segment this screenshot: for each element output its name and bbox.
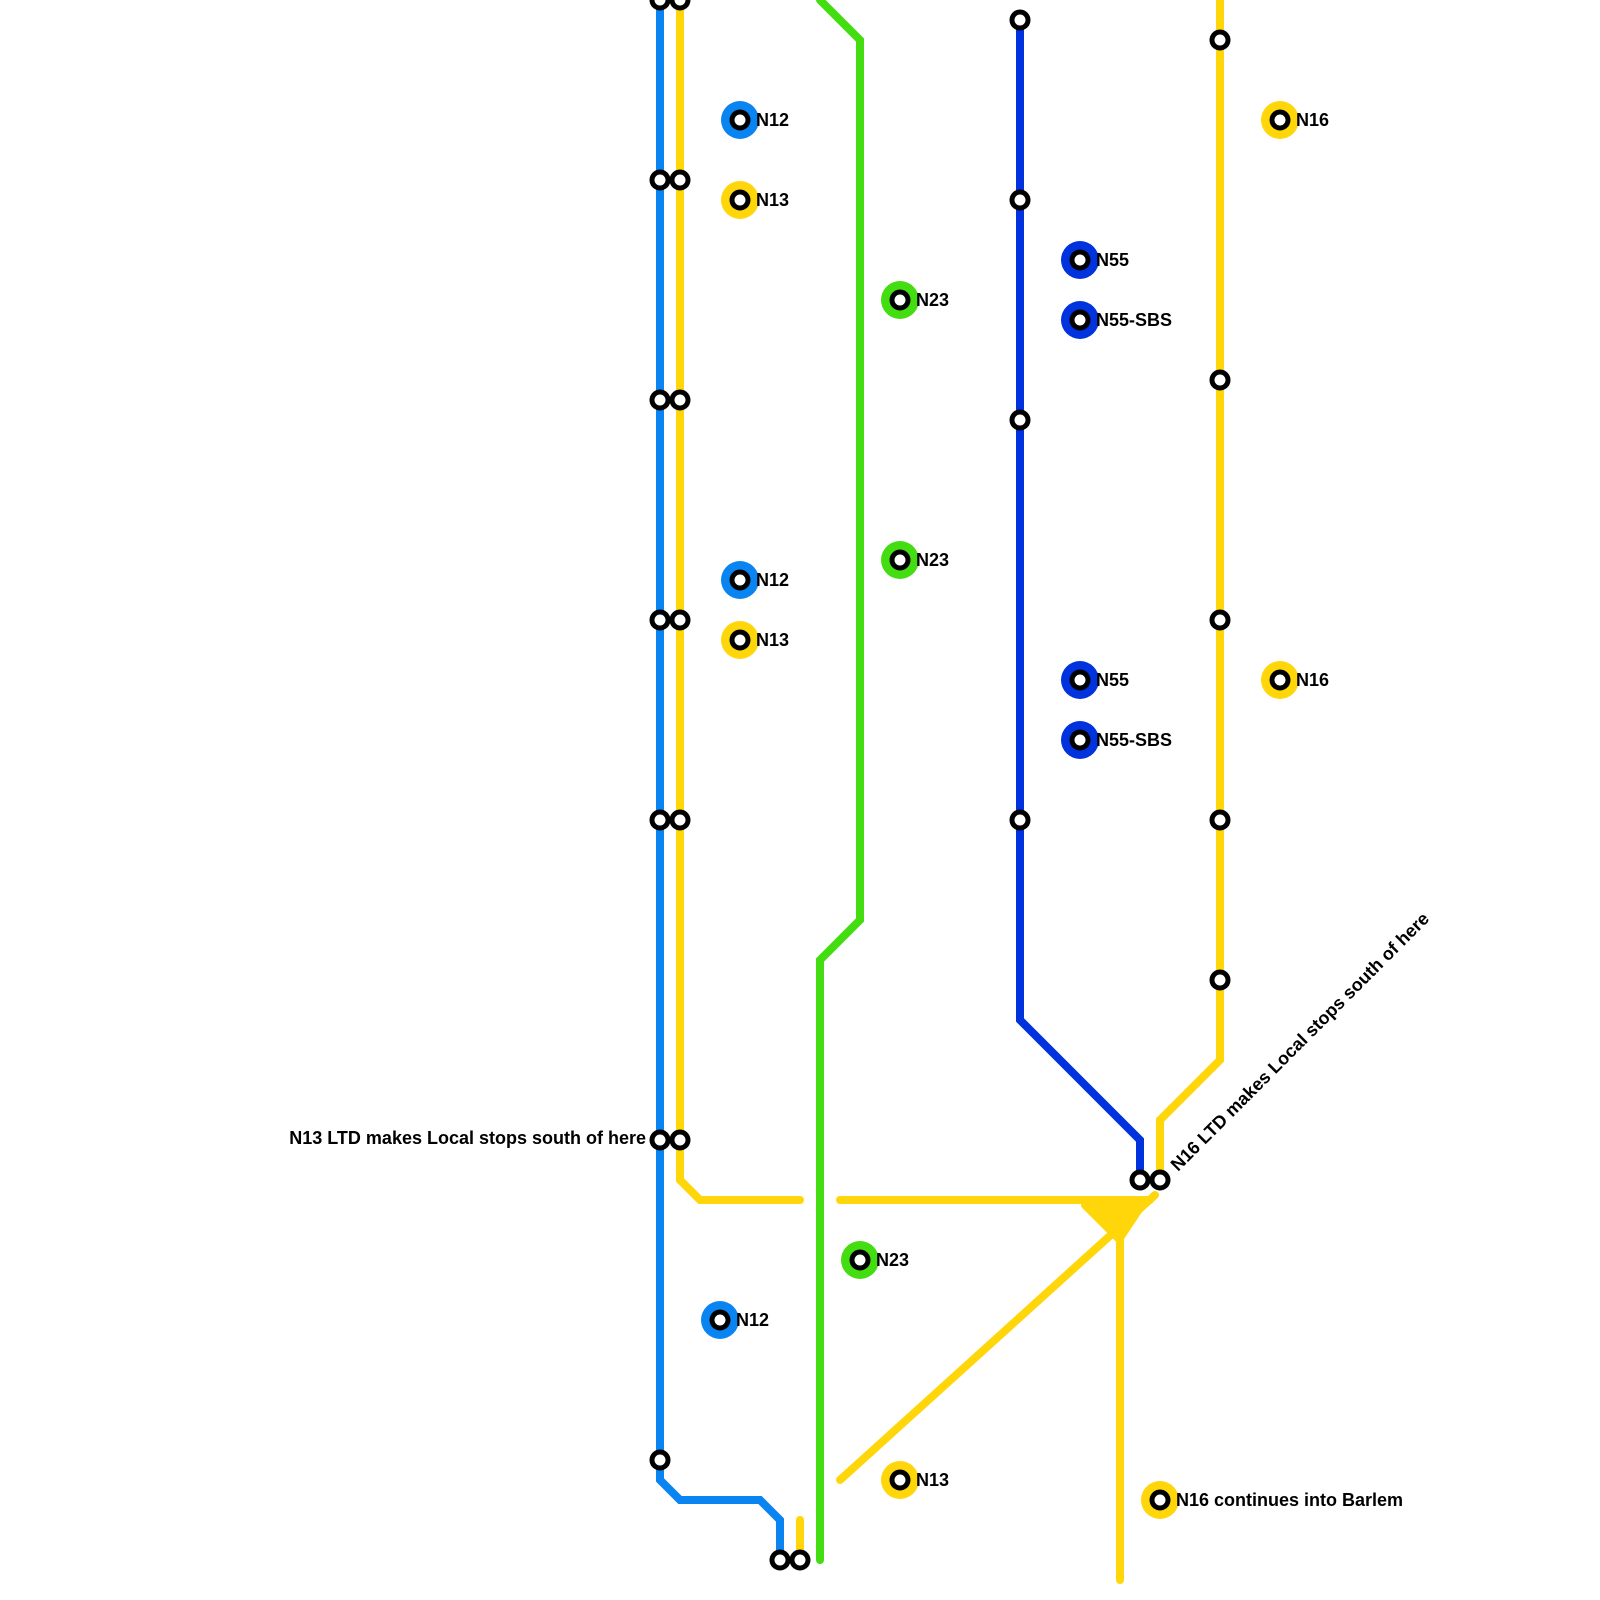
station-stop — [1209, 809, 1231, 831]
route-badge-dot — [1269, 669, 1291, 691]
route-badge-label: N23 — [876, 1250, 909, 1270]
station-stop — [669, 1129, 691, 1151]
station-stop — [1209, 369, 1231, 391]
route-badges: N12N13N12N13N12N23N23N23N13N55N55-SBSN55… — [701, 101, 1403, 1519]
route-badge-dot — [729, 189, 751, 211]
route-badge-dot — [1069, 669, 1091, 691]
station-stop — [669, 0, 691, 11]
station-stop — [789, 1549, 811, 1571]
station-stop — [649, 1129, 671, 1151]
note-n16-ltd: N16 LTD makes Local stops south of here — [1167, 908, 1433, 1174]
route-badge-n55sbs-b: N55-SBS — [1061, 721, 1172, 759]
route-badge-n16-c: N16 continues into Barlem — [1141, 1481, 1403, 1519]
route-badge-n16-b: N16 — [1261, 661, 1329, 699]
station-stop — [1209, 609, 1231, 631]
route-badge-label: N16 — [1296, 110, 1329, 130]
line-n55 — [1016, 16, 1144, 1184]
route-badge-dot — [1149, 1489, 1171, 1511]
route-badge-n13-b: N13 — [721, 621, 789, 659]
stations — [649, 0, 1231, 1571]
route-badge-label: N13 — [916, 1470, 949, 1490]
station-stop — [1009, 9, 1031, 31]
station-stop — [649, 609, 671, 631]
route-badge-label: N13 — [756, 630, 789, 650]
route-badge-dot — [729, 569, 751, 591]
route-badge-label: N55 — [1096, 250, 1129, 270]
station-stop — [1209, 29, 1231, 51]
route-badge-n12-c: N12 — [701, 1301, 769, 1339]
line-yellow-diagonal — [836, 1191, 1159, 1484]
route-badge-dot — [889, 1469, 911, 1491]
route-badge-dot — [889, 549, 911, 571]
route-badge-dot — [1269, 109, 1291, 131]
route-badge-label: N12 — [736, 1310, 769, 1330]
line-n23 — [816, 0, 864, 1564]
station-stop — [649, 0, 671, 11]
route-badge-n16-a: N16 — [1261, 101, 1329, 139]
route-badge-label: N12 — [756, 110, 789, 130]
route-badge-n12-a: N12 — [721, 101, 789, 139]
station-stop — [649, 809, 671, 831]
yellow-junction-fill — [1080, 1200, 1150, 1245]
route-badge-label: N23 — [916, 550, 949, 570]
station-stop — [669, 809, 691, 831]
line-n16 — [1156, 0, 1224, 1184]
route-badge-label: N55-SBS — [1096, 310, 1172, 330]
route-badge-dot — [1069, 729, 1091, 751]
route-badge-n55-a: N55 — [1061, 241, 1129, 279]
route-badge-dot — [849, 1249, 871, 1271]
route-badge-dot — [889, 289, 911, 311]
note-n13-ltd: N13 LTD makes Local stops south of here — [289, 1128, 646, 1148]
route-badge-n55sbs-a: N55-SBS — [1061, 301, 1172, 339]
route-badge-dot — [709, 1309, 731, 1331]
route-lines — [656, 0, 1224, 1584]
route-badge-label: N23 — [916, 290, 949, 310]
route-badge-n23-a: N23 — [881, 281, 949, 319]
route-badge-label: N55-SBS — [1096, 730, 1172, 750]
route-badge-label: N13 — [756, 190, 789, 210]
route-badge-n13-c: N13 — [881, 1461, 949, 1499]
station-stop — [1009, 409, 1031, 431]
route-badge-label: N55 — [1096, 670, 1129, 690]
route-badge-dot — [1069, 249, 1091, 271]
station-stop — [669, 389, 691, 411]
route-badge-label: N16 — [1296, 670, 1329, 690]
route-badge-n13-a: N13 — [721, 181, 789, 219]
route-badge-n23-c: N23 — [841, 1241, 909, 1279]
line-n13 — [676, 0, 804, 1204]
route-badge-dot — [729, 109, 751, 131]
route-badge-label: N16 continues into Barlem — [1176, 1490, 1403, 1510]
station-stop — [1129, 1169, 1151, 1191]
route-badge-dot — [1069, 309, 1091, 331]
route-badge-label: N12 — [756, 570, 789, 590]
station-stop — [1009, 809, 1031, 831]
route-badge-n23-b: N23 — [881, 541, 949, 579]
station-stop — [1009, 189, 1031, 211]
station-stop — [669, 169, 691, 191]
route-badge-n55-b: N55 — [1061, 661, 1129, 699]
station-stop — [669, 609, 691, 631]
station-stop — [649, 169, 671, 191]
station-stop — [1209, 969, 1231, 991]
station-stop — [1149, 1169, 1171, 1191]
route-badge-n12-b: N12 — [721, 561, 789, 599]
station-stop — [649, 389, 671, 411]
line-n12 — [656, 0, 784, 1564]
station-stop — [769, 1549, 791, 1571]
station-stop — [649, 1449, 671, 1471]
route-badge-dot — [729, 629, 751, 651]
